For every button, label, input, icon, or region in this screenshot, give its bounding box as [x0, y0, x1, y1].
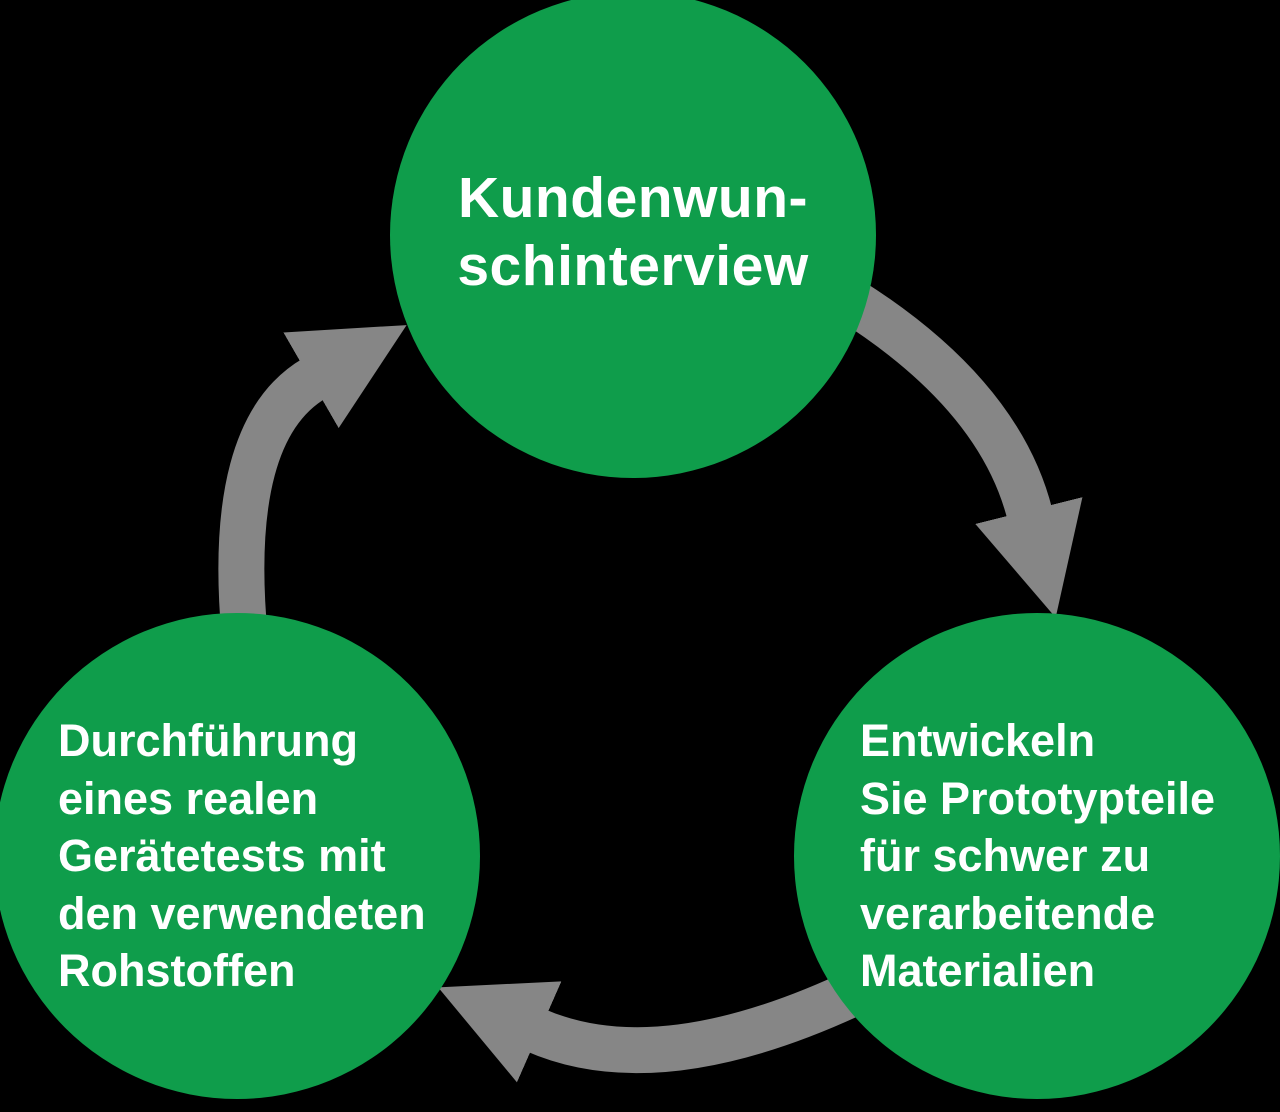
node-prototypteile: Entwickeln Sie Prototypteile für schwer … [794, 613, 1280, 1099]
node-kundenwunschinterview: Kundenwun- schinterview [390, 0, 876, 478]
label-line: Sie Prototypteile [860, 772, 1216, 824]
node-geraetetest: Durchführung eines realen Gerätetests mi… [0, 613, 480, 1099]
label-line: Durchführung [58, 715, 358, 766]
label-line: Gerätetests mit [58, 830, 386, 882]
label-line: Materialien [860, 945, 1096, 997]
label-line: für schwer zu [860, 830, 1151, 882]
label-line: verarbeitende [860, 887, 1156, 939]
label-line: Kundenwun- [457, 166, 809, 230]
label-line: Entwickeln [860, 715, 1096, 766]
label-line: den verwendeten [58, 887, 426, 939]
arrow-left-to-top-icon [218, 324, 407, 643]
label-line: schinterview [457, 234, 809, 299]
node-prototypteile-label: Entwickeln Sie Prototypteile für schwer … [860, 712, 1215, 1000]
label-line: Rohstoffen [58, 945, 296, 997]
label-line: eines realen [58, 772, 319, 824]
arrow-right-to-left-icon [438, 969, 870, 1083]
node-kundenwunschinterview-label: Kundenwun- schinterview [390, 164, 876, 301]
node-geraetetest-label: Durchführung eines realen Gerätetests mi… [58, 712, 426, 1000]
arrow-top-to-right-icon [837, 280, 1083, 618]
